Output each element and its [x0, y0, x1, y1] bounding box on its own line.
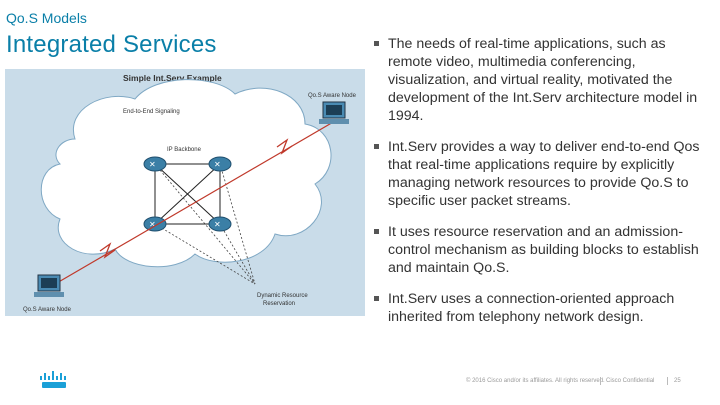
aware-node-bottom-label: Qo.S Aware Node	[23, 307, 72, 313]
section-label: Qo.S Models	[6, 10, 87, 26]
bullet-square-icon	[374, 296, 379, 301]
lightning-icon	[99, 242, 116, 259]
router-icon: ✕	[208, 216, 232, 232]
dynamic-label-line2: Reservation	[263, 301, 295, 307]
bullet-list: The needs of real-time applications, suc…	[372, 35, 702, 339]
cloud-shape	[40, 79, 332, 268]
diagram-title: Simple Int.Serv Example	[123, 73, 222, 83]
svg-text:✕: ✕	[149, 160, 156, 169]
bullet-item: It uses resource reservation and an admi…	[372, 223, 702, 277]
bullet-square-icon	[374, 41, 379, 46]
computer-icon	[319, 101, 349, 124]
router-icon: ✕	[143, 156, 167, 172]
page-number: 25	[674, 378, 681, 384]
bullet-text: The needs of real-time applications, suc…	[388, 36, 698, 124]
dynamic-label-line1: Dynamic Resource	[257, 293, 308, 299]
svg-text:✕: ✕	[214, 160, 221, 169]
bullet-item: The needs of real-time applications, suc…	[372, 35, 702, 125]
bullet-square-icon	[374, 144, 379, 149]
footer-divider	[667, 377, 668, 385]
bullet-text: It uses resource reservation and an admi…	[388, 224, 699, 276]
slide-title: Integrated Services	[6, 31, 217, 58]
footer-divider	[600, 377, 601, 385]
router-icon: ✕	[208, 156, 232, 172]
lightning-icon	[276, 138, 293, 155]
svg-text:✕: ✕	[149, 220, 156, 229]
cisco-logo-icon	[38, 370, 70, 390]
bullet-text: Int.Serv provides a way to deliver end-t…	[388, 139, 700, 209]
bullet-square-icon	[374, 229, 379, 234]
bullet-item: Int.Serv provides a way to deliver end-t…	[372, 138, 702, 210]
footer-classification: Cisco Confidential	[606, 378, 655, 384]
intserv-diagram: Simple Int.Serv Example ✕ ✕	[5, 69, 365, 316]
bullet-item: Int.Serv uses a connection-oriented appr…	[372, 290, 702, 326]
router-icon: ✕	[143, 216, 167, 232]
bullet-text: Int.Serv uses a connection-oriented appr…	[388, 291, 675, 325]
svg-text:✕: ✕	[214, 220, 221, 229]
aware-node-top-label: Qo.S Aware Node	[308, 93, 357, 99]
footer-copyright: © 2016 Cisco and/or its affiliates. All …	[466, 378, 605, 384]
computer-icon	[34, 274, 64, 297]
end-to-end-label: End-to-End Signaling	[123, 109, 180, 115]
backbone-label: IP Backbone	[167, 147, 202, 153]
